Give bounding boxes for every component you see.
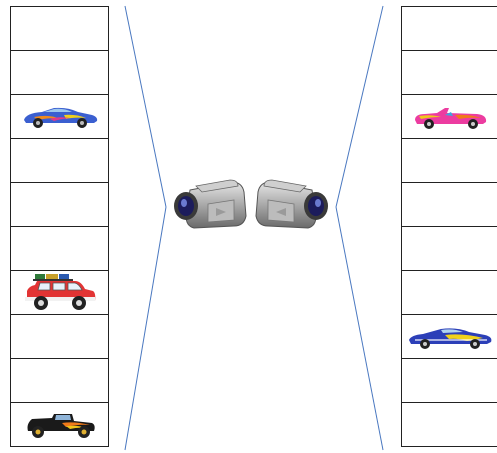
left-view-line-bottom: [125, 207, 166, 450]
parking-slot: [402, 358, 497, 402]
suv-red-luggage-icon: [23, 273, 97, 313]
parking-slot: [10, 182, 108, 226]
parking-slot: [10, 358, 108, 402]
camcorder-right-icon: [254, 176, 330, 232]
parking-slot: [10, 138, 108, 182]
right-view-line-bottom: [336, 207, 383, 450]
parking-slot: [10, 50, 108, 94]
parking-slot: [10, 270, 108, 314]
parking-slot: [10, 6, 108, 50]
parking-slot: [402, 50, 497, 94]
parking-slot: [402, 182, 497, 226]
left-parking-lot: [10, 6, 109, 447]
parking-slot: [10, 314, 108, 358]
parking-slot: [402, 138, 497, 182]
parking-slot: [402, 6, 497, 50]
right-view-line-top: [336, 6, 383, 207]
parking-slot: [402, 94, 497, 138]
parking-slot: [10, 402, 108, 447]
parking-slot: [402, 226, 497, 270]
parking-slot: [10, 226, 108, 270]
parking-slot: [402, 270, 497, 314]
race-car-blue-icon: [20, 105, 100, 129]
left-view-line-top: [125, 6, 166, 207]
parking-slot: [10, 94, 108, 138]
convertible-pink-icon: [411, 104, 489, 130]
right-parking-lot: [401, 6, 497, 447]
camcorder-left-icon: [172, 176, 248, 232]
race-car-blue-yellow-icon: [407, 324, 493, 350]
parking-slot: [402, 314, 497, 358]
hot-rod-black-icon: [22, 411, 98, 439]
parking-slot: [402, 402, 497, 447]
